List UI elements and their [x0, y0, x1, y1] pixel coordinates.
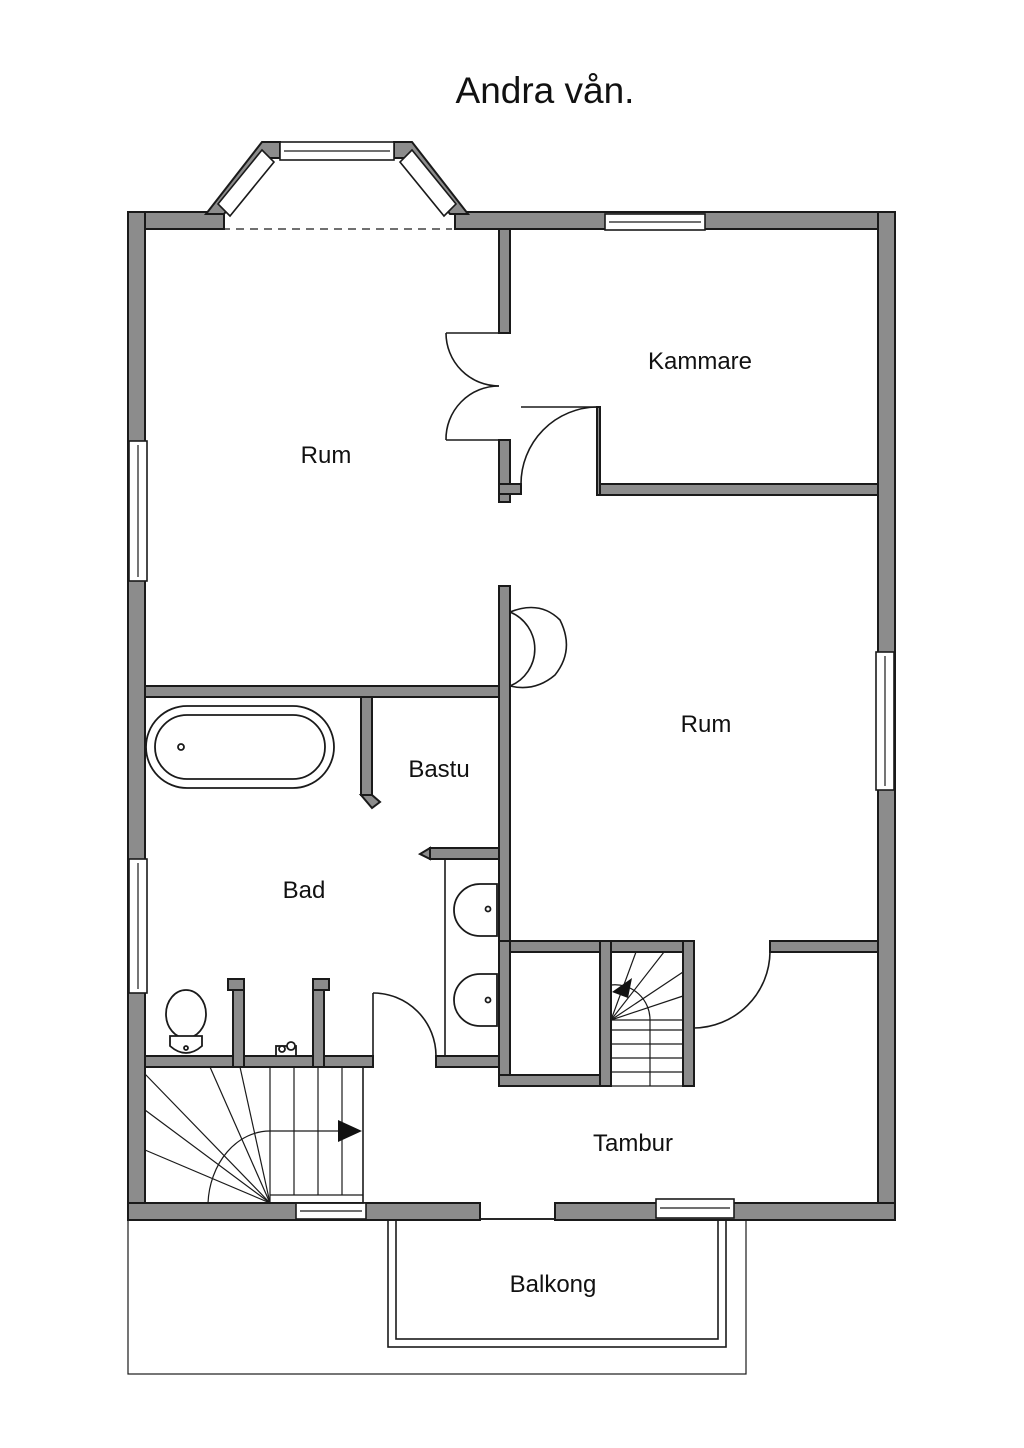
- bay-window: [203, 141, 471, 230]
- room-labels: Rum Kammare Rum Bastu Bad Tambur Balkong: [283, 348, 752, 1298]
- label-kammare: Kammare: [648, 348, 752, 375]
- stair-arrow-main: [338, 1120, 362, 1142]
- doors: [372, 332, 771, 1057]
- label-tambur: Tambur: [593, 1130, 673, 1157]
- staircase-upper: [610, 951, 684, 1087]
- floor-title: Andra vån.: [456, 70, 635, 111]
- label-rum-top: Rum: [301, 442, 352, 469]
- fixtures: [145, 705, 601, 1076]
- label-balkong: Balkong: [510, 1271, 597, 1298]
- sink-upper: [453, 883, 498, 937]
- label-rum-right: Rum: [681, 711, 732, 738]
- staircase-main: [144, 1066, 364, 1204]
- tap: [275, 1041, 297, 1057]
- interior-walls: [144, 228, 879, 1087]
- label-bastu: Bastu: [408, 756, 469, 783]
- sink-lower: [453, 973, 498, 1027]
- balcony: [127, 1218, 747, 1375]
- label-bad: Bad: [283, 877, 326, 904]
- windows: [128, 213, 895, 1220]
- toilet: [165, 989, 207, 1054]
- stair-arrow-upper: [612, 978, 632, 998]
